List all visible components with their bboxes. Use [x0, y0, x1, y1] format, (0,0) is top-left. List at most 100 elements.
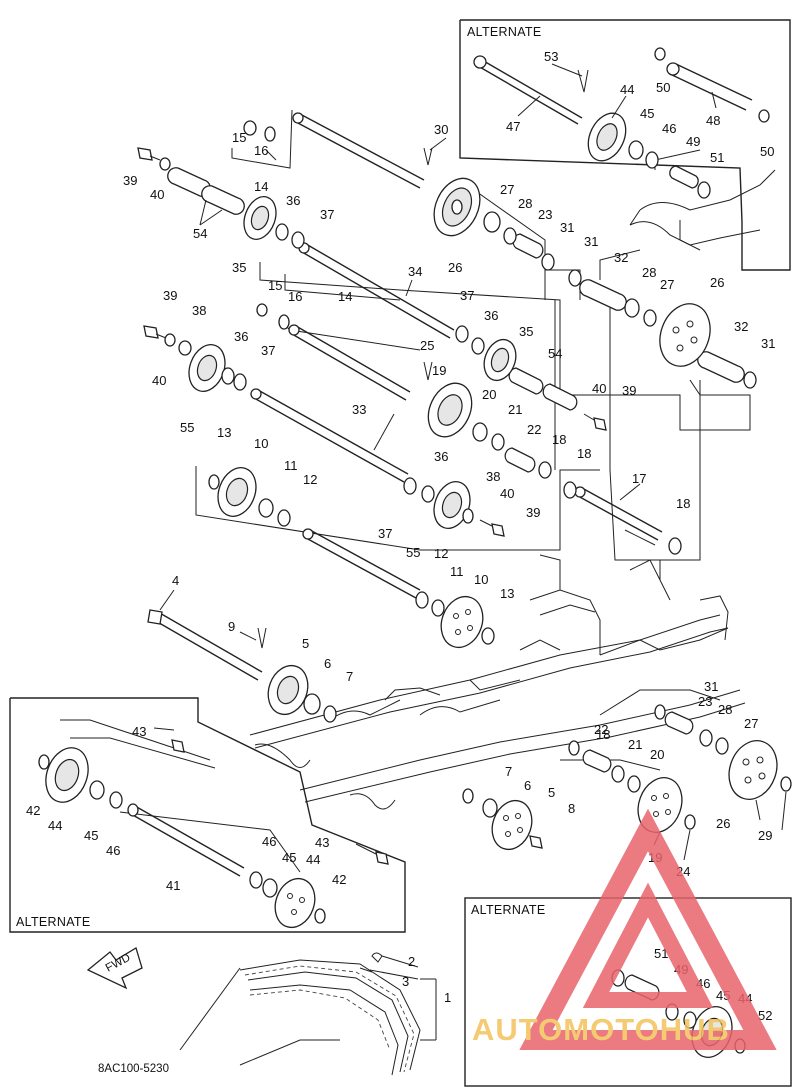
callout-26: 26 — [710, 275, 724, 290]
callout-31: 31 — [584, 234, 598, 249]
callout-37: 37 — [378, 526, 392, 541]
callout-16: 16 — [288, 289, 302, 304]
fwd-arrow-icon: FWD — [86, 947, 143, 990]
callout-labels: 53 50 44 47 48 45 46 49 51 50 15 16 30 3… — [26, 49, 775, 1075]
callout-13: 13 — [500, 586, 514, 601]
callout-45: 45 — [640, 106, 654, 121]
wheels — [45, 112, 778, 1058]
callout-51: 51 — [710, 150, 724, 165]
callout-40: 40 — [500, 486, 514, 501]
alternate-box-top-right: ALTERNATE — [459, 19, 791, 271]
callout-36: 36 — [286, 193, 300, 208]
callout-44: 44 — [306, 852, 320, 867]
callout-46: 46 — [262, 834, 276, 849]
callout-39: 39 — [526, 505, 540, 520]
callout-18: 18 — [596, 727, 610, 742]
callout-7: 7 — [505, 764, 512, 779]
callout-48: 48 — [706, 113, 720, 128]
callout-26: 26 — [448, 260, 462, 275]
callout-39: 39 — [123, 173, 137, 188]
callout-8: 8 — [568, 801, 575, 816]
callout-28: 28 — [642, 265, 656, 280]
callout-22: 22 — [594, 722, 608, 737]
callout-42: 42 — [26, 803, 40, 818]
callout-14: 14 — [338, 289, 352, 304]
callout-19: 19 — [432, 363, 446, 378]
callout-31: 31 — [560, 220, 574, 235]
callout-31: 31 — [704, 679, 718, 694]
callout-42: 42 — [332, 872, 346, 887]
callout-5: 5 — [302, 636, 309, 651]
callout-55: 55 — [406, 545, 420, 560]
callout-10: 10 — [254, 436, 268, 451]
callout-10: 10 — [474, 572, 488, 587]
callout-9: 9 — [228, 619, 235, 634]
spacers — [167, 165, 745, 1001]
callout-27: 27 — [660, 277, 674, 292]
callout-55: 55 — [180, 420, 194, 435]
callout-38: 38 — [486, 469, 500, 484]
callout-32: 32 — [614, 250, 628, 265]
small-parts — [38, 47, 792, 1054]
track-assembly — [179, 952, 421, 1076]
alternate-label-bottom-right: ALTERNATE — [471, 903, 545, 917]
callout-36: 36 — [234, 329, 248, 344]
callout-31: 31 — [761, 336, 775, 351]
watermark-text: AUTOMOTOHUB — [472, 1012, 730, 1047]
callout-21: 21 — [508, 402, 522, 417]
callout-52: 52 — [758, 1008, 772, 1023]
callout-50: 50 — [656, 80, 670, 95]
callout-35: 35 — [519, 324, 533, 339]
callout-4: 4 — [172, 573, 179, 588]
callout-41: 41 — [166, 878, 180, 893]
callout-23: 23 — [698, 694, 712, 709]
alternate-label-top-right: ALTERNATE — [467, 25, 541, 39]
callout-21: 21 — [628, 737, 642, 752]
callout-25: 25 — [420, 338, 434, 353]
callout-40: 40 — [592, 381, 606, 396]
callout-5: 5 — [548, 785, 555, 800]
shafts — [127, 55, 753, 877]
callout-47: 47 — [506, 119, 520, 134]
callout-50: 50 — [760, 144, 774, 159]
callout-51: 51 — [654, 946, 668, 961]
callout-54: 54 — [193, 226, 207, 241]
callout-46: 46 — [662, 121, 676, 136]
callout-7: 7 — [346, 669, 353, 684]
callout-3: 3 — [402, 974, 409, 989]
callout-2: 2 — [408, 954, 415, 969]
callout-29: 29 — [758, 828, 772, 843]
alternate-box-bottom-right: ALTERNATE — [464, 897, 792, 1087]
callout-6: 6 — [524, 778, 531, 793]
callout-54: 54 — [548, 346, 562, 361]
callout-11: 11 — [450, 564, 464, 579]
callout-46: 46 — [106, 843, 120, 858]
callout-36: 36 — [434, 449, 448, 464]
callout-20: 20 — [650, 747, 664, 762]
callout-37: 37 — [460, 288, 474, 303]
callout-43: 43 — [132, 724, 146, 739]
callout-43: 43 — [315, 835, 329, 850]
callout-32: 32 — [734, 319, 748, 334]
callout-49: 49 — [686, 134, 700, 149]
leader-lines — [153, 63, 787, 1041]
callout-1: 1 — [444, 990, 451, 1005]
callout-14: 14 — [254, 179, 268, 194]
callout-39: 39 — [622, 383, 636, 398]
figure-code: 8AC100-5230 — [98, 1063, 169, 1075]
callout-39: 39 — [163, 288, 177, 303]
alternate-box-bottom-left: ALTERNATE — [9, 697, 406, 933]
callout-26: 26 — [716, 816, 730, 831]
callout-6: 6 — [324, 656, 331, 671]
callout-16: 16 — [254, 143, 268, 158]
callout-40: 40 — [150, 187, 164, 202]
alternate-label-bottom-left: ALTERNATE — [16, 915, 90, 929]
callout-27: 27 — [500, 182, 514, 197]
callout-18: 18 — [577, 446, 591, 461]
callout-12: 12 — [434, 546, 448, 561]
suspension-frame — [249, 169, 776, 810]
callout-15: 15 — [268, 278, 282, 293]
callout-36: 36 — [484, 308, 498, 323]
callout-34: 34 — [408, 264, 422, 279]
